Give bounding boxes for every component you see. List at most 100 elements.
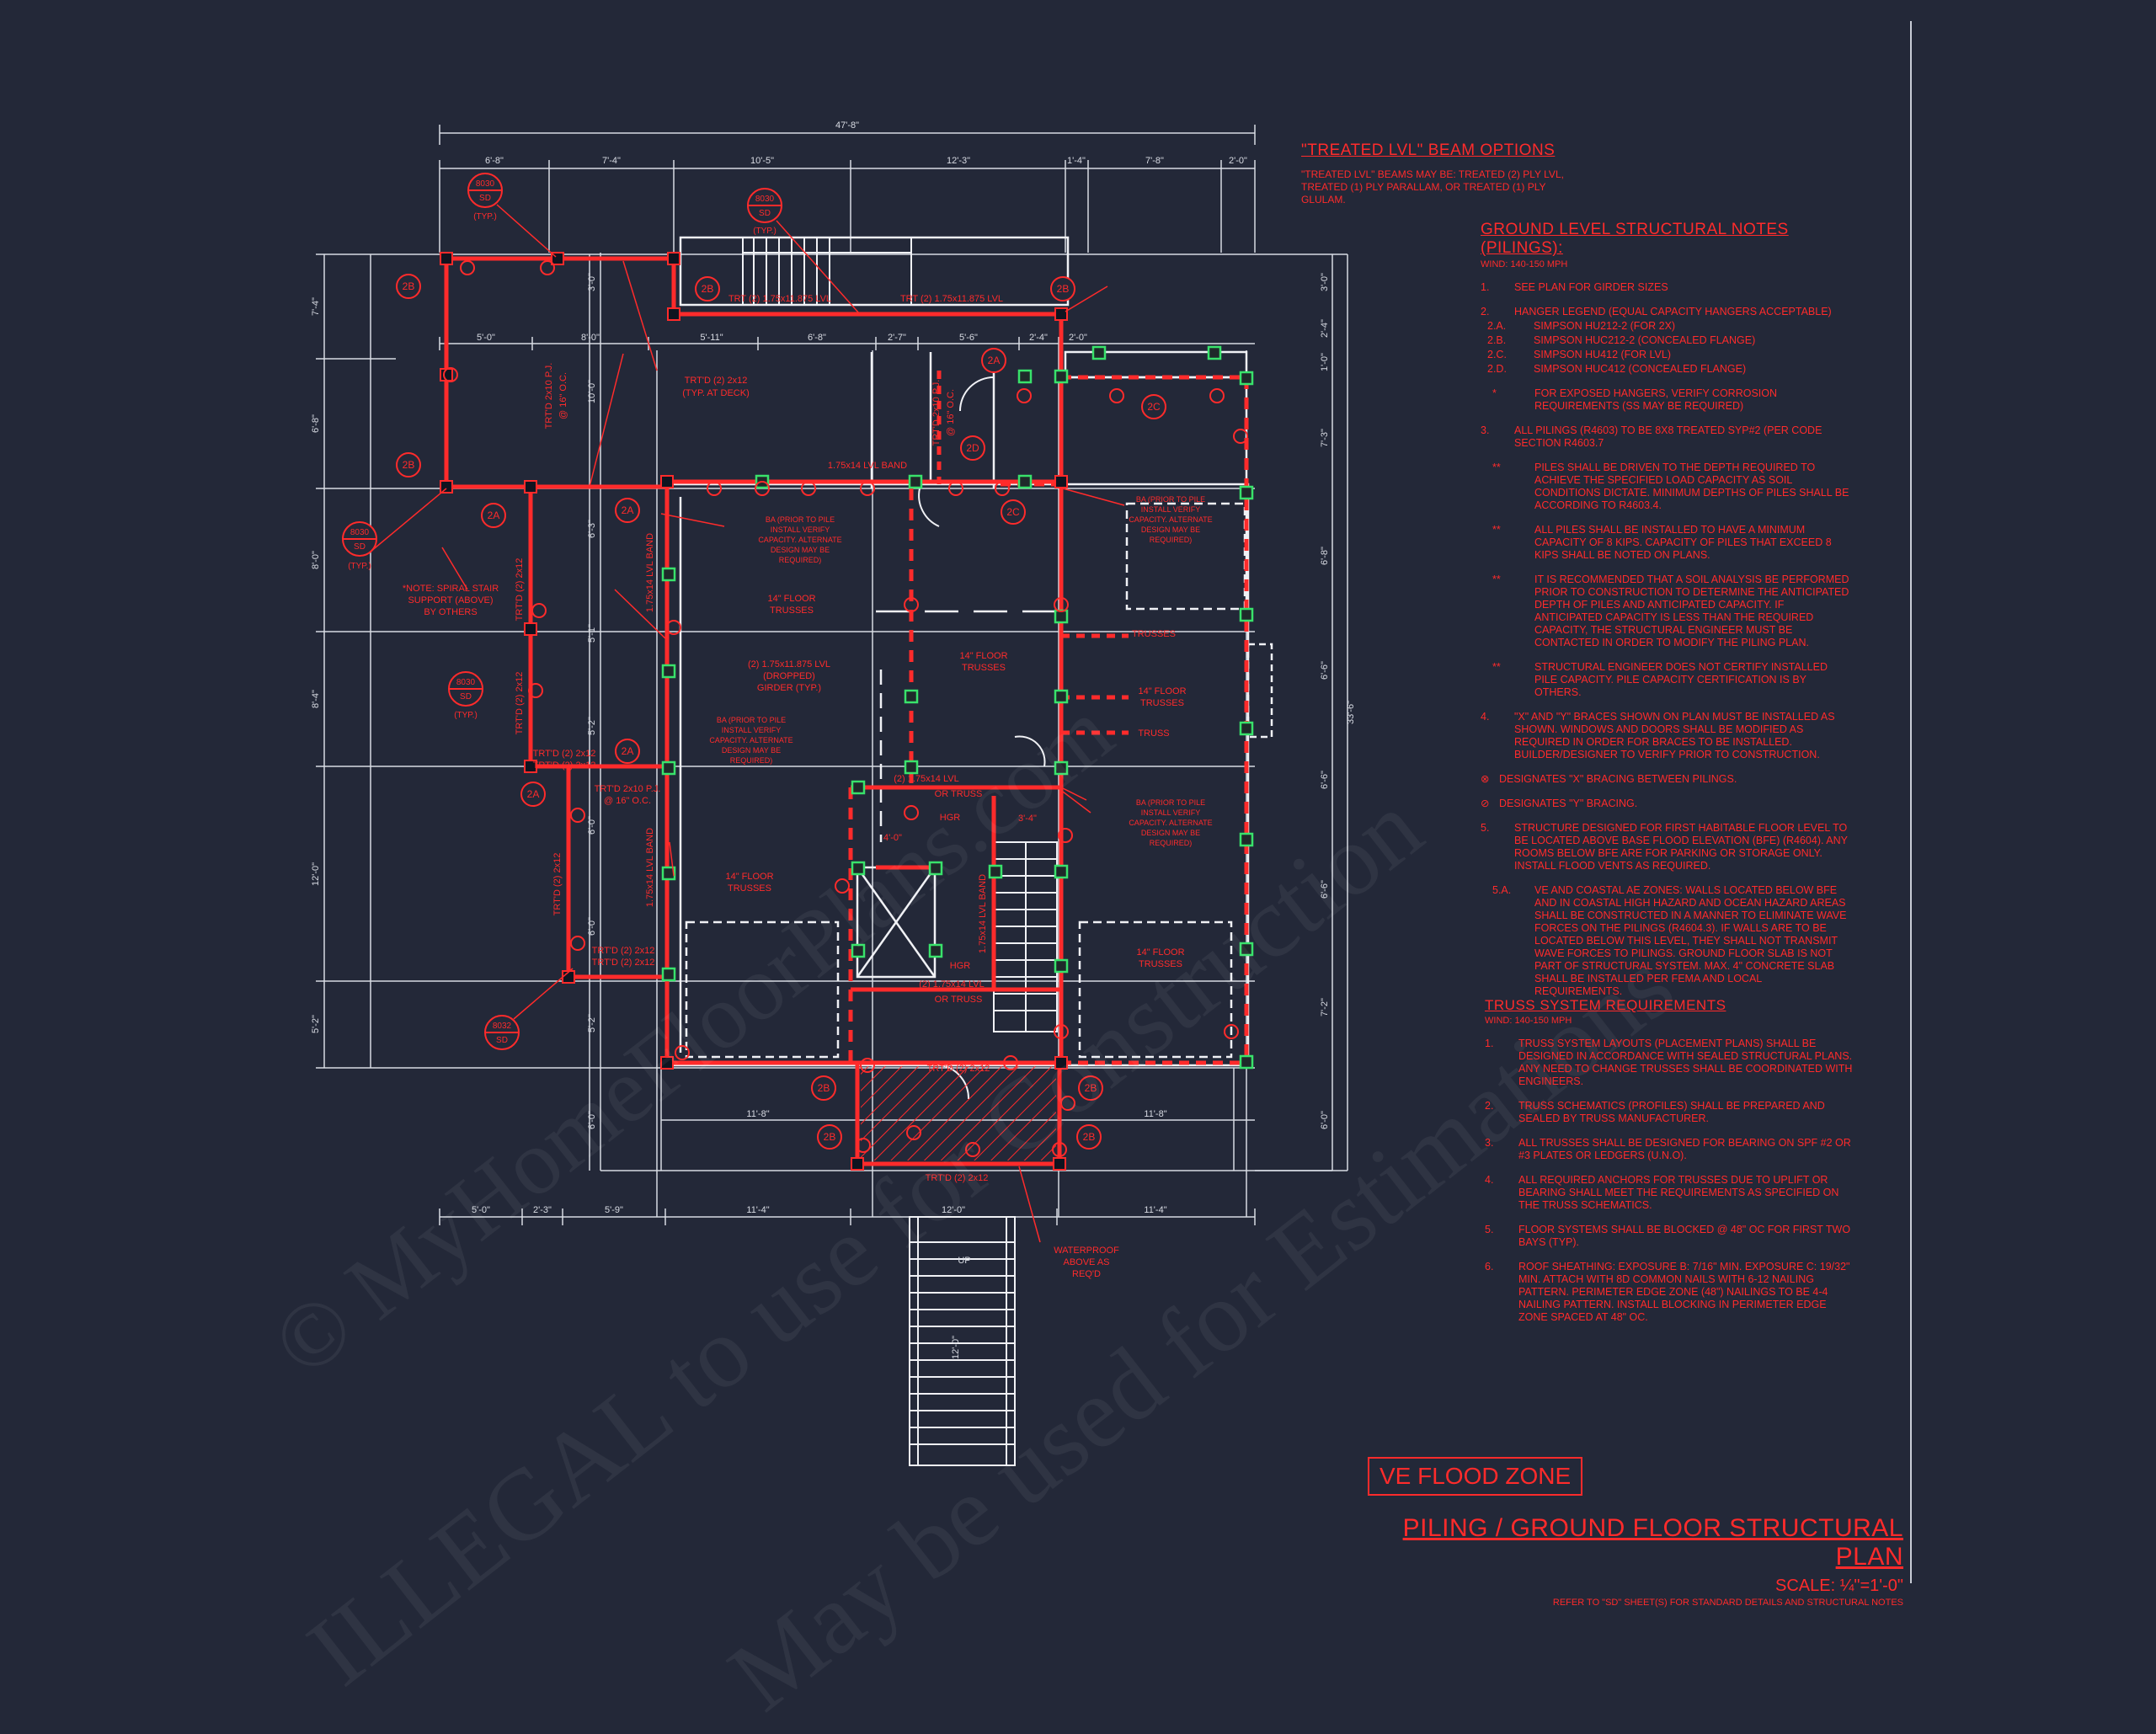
svg-text:14" FLOOR: 14" FLOOR bbox=[725, 872, 773, 882]
truss-notes-panel: TRUSS SYSTEM REQUIREMENTS WIND: 140-150 … bbox=[1485, 997, 1855, 1336]
svg-text:INSTALL VERIFY: INSTALL VERIFY bbox=[1141, 808, 1201, 817]
svg-text:TRT'D (2) 2x12: TRT'D (2) 2x12 bbox=[926, 1173, 989, 1183]
note-number: ⊘ bbox=[1481, 798, 1490, 809]
svg-text:3'-0": 3'-0" bbox=[587, 273, 597, 291]
svg-text:5'-2": 5'-2" bbox=[311, 1015, 321, 1033]
svg-text:12'-0": 12'-0" bbox=[311, 862, 321, 886]
note-item: **IT IS RECOMMENDED THAT A SOIL ANALYSIS… bbox=[1481, 574, 1851, 649]
svg-text:(DROPPED): (DROPPED) bbox=[763, 671, 815, 681]
note-text: IT IS RECOMMENDED THAT A SOIL ANALYSIS B… bbox=[1534, 574, 1849, 648]
note-number: 2.C. bbox=[1487, 349, 1507, 360]
note-number: 6. bbox=[1485, 1261, 1494, 1272]
svg-text:WATERPROOF: WATERPROOF bbox=[1054, 1246, 1119, 1256]
svg-text:6'-8": 6'-8" bbox=[1320, 547, 1330, 565]
note-item: 1.SEE PLAN FOR GIRDER SIZES bbox=[1481, 281, 1851, 294]
note-text: ALL PILINGS (R4603) TO BE 8X8 TREATED SY… bbox=[1514, 424, 1822, 449]
note-text: DESIGNATES "X" BRACING BETWEEN PILINGS. bbox=[1499, 773, 1737, 785]
note-number: 1. bbox=[1485, 1038, 1494, 1049]
note-number: 2.D. bbox=[1487, 363, 1507, 375]
note-item: ** PILES SHALL BE DRIVEN TO THE DEPTH REQ… bbox=[1481, 462, 1851, 512]
svg-text:(TYP.): (TYP.) bbox=[753, 227, 776, 236]
ground-notes-title: GROUND LEVEL STRUCTURAL NOTES (PILINGS): bbox=[1481, 221, 1789, 257]
note-text: PILES SHALL BE DRIVEN TO THE DEPTH REQUI… bbox=[1534, 462, 1849, 511]
svg-text:3'-4": 3'-4" bbox=[1018, 814, 1037, 824]
svg-text:6'-6": 6'-6" bbox=[1320, 661, 1330, 680]
svg-text:TRUSSES: TRUSSES bbox=[1139, 959, 1182, 969]
svg-text:(2) 1.75x11.875 LVL: (2) 1.75x11.875 LVL bbox=[748, 659, 830, 670]
svg-text:(TYP.): (TYP.) bbox=[454, 711, 478, 720]
svg-text:REQ'D: REQ'D bbox=[1072, 1269, 1101, 1279]
svg-text:TRT'D 2x10 P.J.: TRT'D 2x10 P.J. bbox=[595, 784, 661, 794]
flood-zone-badge: VE FLOOD ZONE bbox=[1368, 1457, 1583, 1496]
tag-2c: 2C bbox=[1147, 401, 1161, 413]
tag-2b: 2B bbox=[1085, 1082, 1097, 1094]
svg-text:5'-6": 5'-6" bbox=[959, 333, 978, 343]
svg-text:TRT'D (2) 2x12: TRT'D (2) 2x12 bbox=[552, 853, 563, 916]
svg-text:14" FLOOR: 14" FLOOR bbox=[959, 651, 1007, 661]
svg-text:6'-6": 6'-6" bbox=[1320, 880, 1330, 899]
svg-text:12'-3": 12'-3" bbox=[947, 156, 970, 166]
svg-text:INSTALL VERIFY: INSTALL VERIFY bbox=[722, 726, 782, 734]
svg-text:@ 16" O.C.: @ 16" O.C. bbox=[604, 796, 651, 806]
tag-2c: 2C bbox=[1006, 506, 1020, 518]
svg-text:HGR: HGR bbox=[940, 813, 961, 823]
svg-text:TRT (2) 1.75x11.875 LVL: TRT (2) 1.75x11.875 LVL bbox=[900, 294, 1003, 304]
svg-text:7'-3": 7'-3" bbox=[1320, 429, 1330, 447]
refer-note: REFER TO "SD" SHEET(S) FOR STANDARD DETA… bbox=[1552, 1598, 1903, 1608]
note-item: ⊗DESIGNATES "X" BRACING BETWEEN PILINGS. bbox=[1481, 773, 1851, 786]
note-number: ** bbox=[1492, 462, 1501, 473]
ground-notes-panel: GROUND LEVEL STRUCTURAL NOTES (PILINGS):… bbox=[1481, 221, 1851, 1010]
note-item: 3. ALL TRUSSES SHALL BE DESIGNED FOR BEAR… bbox=[1485, 1137, 1855, 1162]
svg-text:BY OTHERS: BY OTHERS bbox=[424, 607, 477, 617]
note-number: 5.A. bbox=[1492, 884, 1512, 896]
note-text: SIMPSON HUC212-2 (CONCEALED FLANGE) bbox=[1534, 334, 1756, 346]
svg-text:4'-0": 4'-0" bbox=[883, 833, 902, 843]
leader-lines bbox=[370, 204, 1125, 1243]
note-item: 5. FLOOR SYSTEMS SHALL BE BLOCKED @ 48" O… bbox=[1485, 1224, 1855, 1249]
truss-notes-list: 1.TRUSS SYSTEM LAYOUTS (PLACEMENT PLANS)… bbox=[1485, 1038, 1855, 1324]
note-text: SIMPSON HUC412 (CONCEALED FLANGE) bbox=[1534, 363, 1747, 375]
pilings bbox=[440, 252, 1068, 1171]
svg-text:47'-8": 47'-8" bbox=[835, 120, 859, 131]
svg-text:1.75x14 LVL BAND: 1.75x14 LVL BAND bbox=[828, 461, 907, 471]
svg-text:REQUIRED): REQUIRED) bbox=[1150, 839, 1193, 847]
note-text: HANGER LEGEND (EQUAL CAPACITY HANGERS AC… bbox=[1514, 306, 1832, 317]
note-number: 2. bbox=[1485, 1100, 1494, 1112]
stairs bbox=[742, 237, 1058, 1466]
svg-text:*NOTE: SPIRAL STAIR: *NOTE: SPIRAL STAIR bbox=[403, 584, 499, 594]
svg-text:TRT (2) 1.75x11.875 LVL: TRT (2) 1.75x11.875 LVL bbox=[728, 294, 831, 304]
note-item: 2.C.SIMPSON HU412 (FOR LVL) bbox=[1481, 349, 1851, 361]
note-number: 5. bbox=[1485, 1224, 1494, 1235]
svg-text:DESIGN MAY BE: DESIGN MAY BE bbox=[722, 746, 781, 755]
svg-text:(TYP.): (TYP.) bbox=[348, 562, 371, 571]
svg-text:REQUIRED): REQUIRED) bbox=[779, 556, 822, 564]
svg-text:5'-2": 5'-2" bbox=[587, 717, 597, 735]
hanger-tag-labels: 2B 2B 2B 2A 2C 2B 2A 2A 2D 2C 2A 2A 2B 2… bbox=[403, 280, 1161, 1143]
note-text: ROOF SHEATHING: EXPOSURE B: 7/16" MIN. E… bbox=[1518, 1261, 1850, 1323]
note-item: 2.HANGER LEGEND (EQUAL CAPACITY HANGERS … bbox=[1481, 306, 1851, 318]
tag-2b: 2B bbox=[818, 1082, 830, 1094]
svg-text:TRUSSES: TRUSSES bbox=[770, 606, 814, 616]
tag-2b: 2B bbox=[1083, 1131, 1096, 1143]
svg-text:6'-8": 6'-8" bbox=[808, 333, 826, 343]
note-number: ** bbox=[1492, 524, 1501, 536]
note-item: *FOR EXPOSED HANGERS, VERIFY CORROSION R… bbox=[1481, 387, 1851, 413]
note-text: FLOOR SYSTEMS SHALL BE BLOCKED @ 48" OC … bbox=[1518, 1224, 1851, 1248]
svg-text:(TYP. AT DECK): (TYP. AT DECK) bbox=[682, 388, 749, 398]
svg-text:2'-7": 2'-7" bbox=[888, 333, 906, 343]
note-text: ALL TRUSSES SHALL BE DESIGNED FOR BEARIN… bbox=[1518, 1137, 1851, 1161]
svg-text:TRUSSES: TRUSSES bbox=[962, 663, 1006, 673]
svg-text:14" FLOOR: 14" FLOOR bbox=[1138, 686, 1186, 696]
svg-text:DESIGN MAY BE: DESIGN MAY BE bbox=[1141, 526, 1200, 534]
svg-text:TRT'D 2x10 P.J.: TRT'D 2x10 P.J. bbox=[544, 363, 554, 429]
svg-text:7'-2": 7'-2" bbox=[1320, 998, 1330, 1016]
note-number: 3. bbox=[1485, 1137, 1494, 1149]
svg-text:SD: SD bbox=[479, 194, 491, 203]
note-item: 2.A.SIMPSON HU212-2 (FOR 2X) bbox=[1481, 320, 1851, 333]
tag-2b: 2B bbox=[403, 459, 415, 471]
svg-text:10'-0": 10'-0" bbox=[587, 380, 597, 403]
svg-text:33'-6": 33'-6" bbox=[1346, 701, 1356, 724]
svg-text:CAPACITY. ALTERNATE: CAPACITY. ALTERNATE bbox=[1129, 819, 1212, 827]
hanger-tags bbox=[396, 274, 1166, 1150]
